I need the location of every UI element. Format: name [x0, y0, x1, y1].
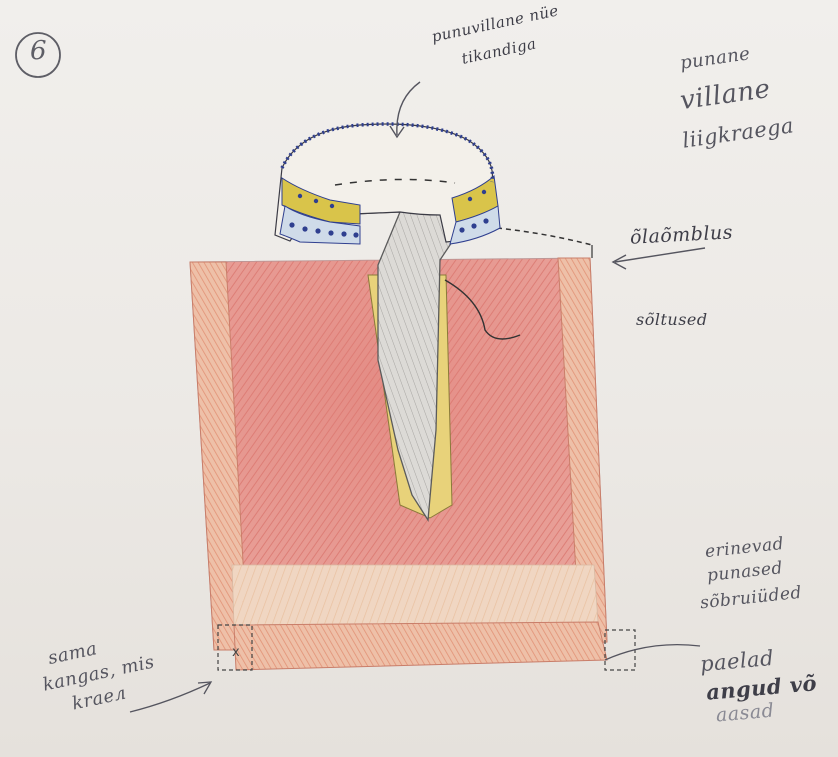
corner-cross-mark: x	[232, 645, 240, 660]
pale-stripe-band	[232, 565, 598, 625]
stripes-leader-line	[605, 645, 700, 660]
shoulder-arrow	[615, 248, 705, 262]
sketch-number-label: 6	[30, 38, 47, 65]
shoulder-seam-line	[497, 228, 592, 245]
placket-note: sõltused	[636, 312, 708, 329]
bottom-red-band	[234, 622, 607, 670]
bottom-left-arrow	[130, 683, 210, 712]
right-corner-box	[605, 630, 635, 670]
